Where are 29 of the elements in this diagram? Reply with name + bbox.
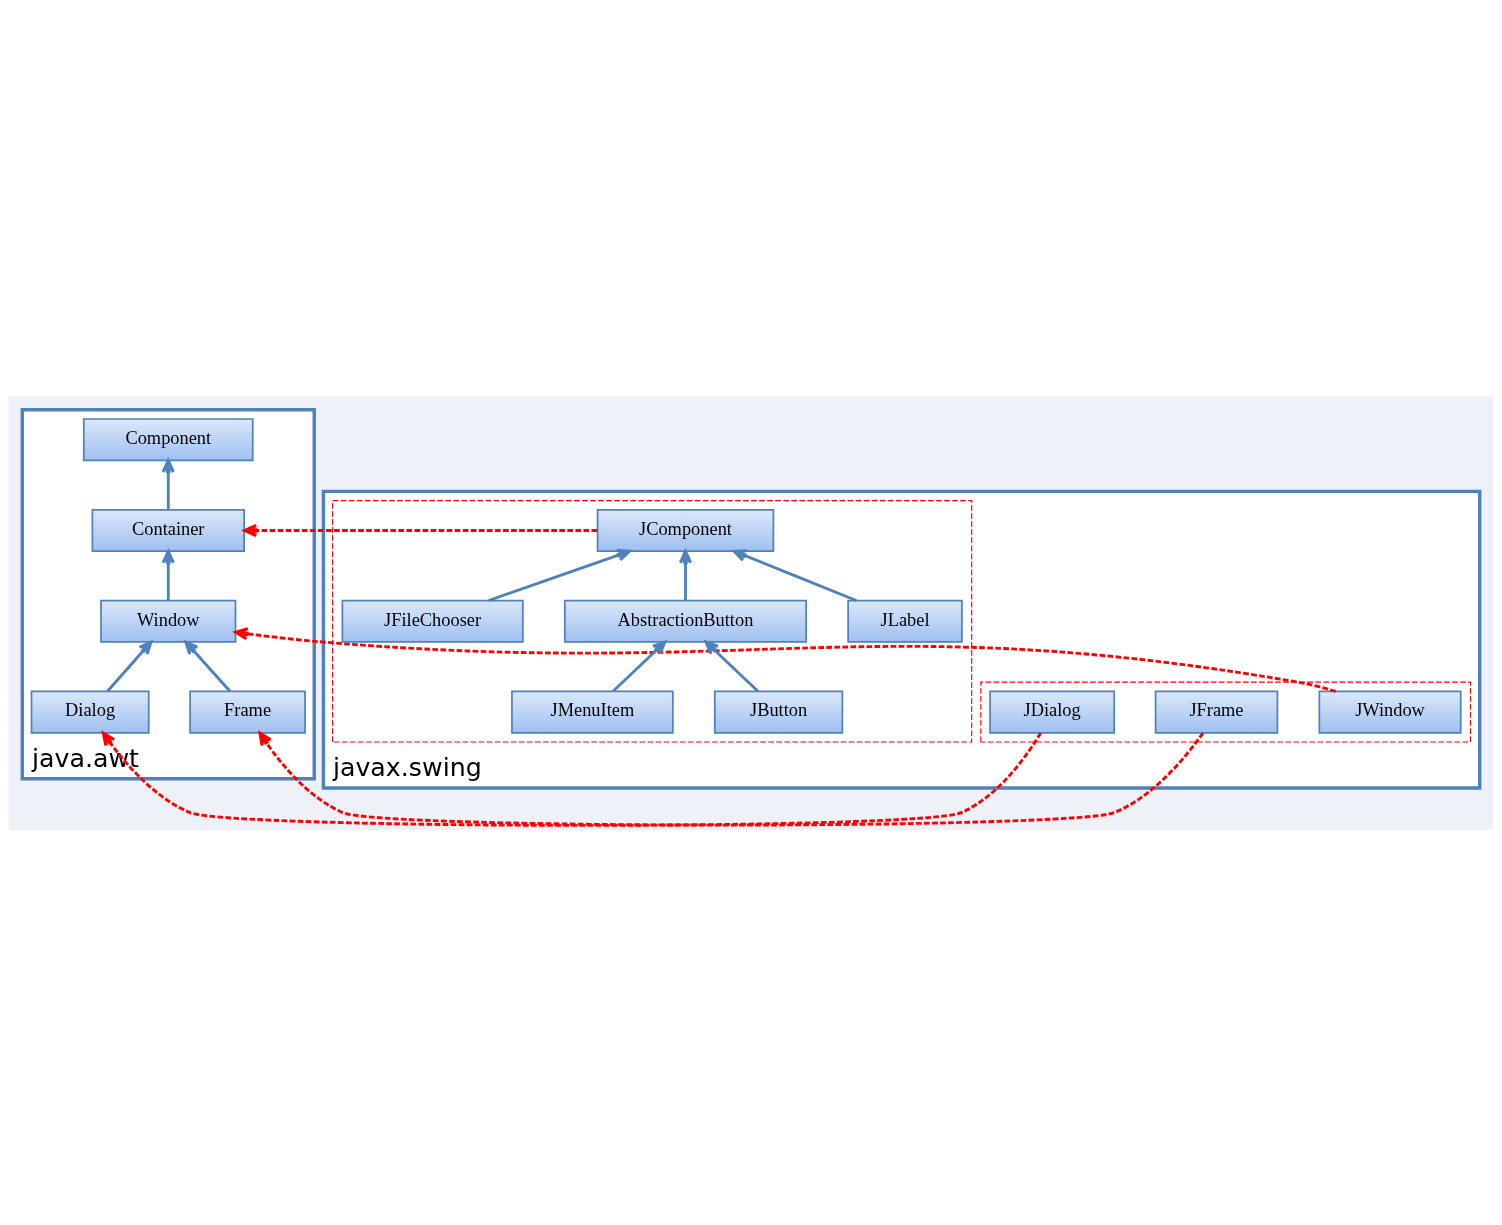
node-box: JButton [713, 690, 844, 734]
node-box: JFileChooser [341, 599, 524, 643]
node-box: Component [82, 417, 254, 461]
node-box: JComponent [596, 508, 775, 552]
arrow [243, 523, 598, 537]
node-box: JMenuItem [511, 690, 674, 734]
arrow [704, 640, 759, 692]
arrow [106, 640, 153, 692]
arrow [678, 549, 693, 600]
node-box: JLabel [847, 599, 963, 643]
node-box: Dialog [30, 690, 150, 734]
node-box: Window [100, 599, 237, 643]
cluster [332, 499, 973, 743]
arrow [184, 640, 232, 692]
cluster [980, 681, 1472, 743]
node-box: Container [91, 508, 245, 552]
node-box: JFrame [1154, 690, 1279, 734]
arrow [101, 731, 1042, 827]
arrow [161, 549, 175, 600]
arrow [258, 731, 1205, 826]
arrow [612, 640, 667, 692]
node-box: Frame [189, 690, 306, 734]
arrow [732, 548, 857, 602]
node-box: AbstractionButton [563, 599, 808, 643]
node-box: JWindow [1318, 690, 1462, 734]
arrow [161, 458, 175, 510]
arrow [234, 626, 1337, 693]
arrow [488, 548, 631, 602]
node-box: JDialog [989, 690, 1116, 734]
